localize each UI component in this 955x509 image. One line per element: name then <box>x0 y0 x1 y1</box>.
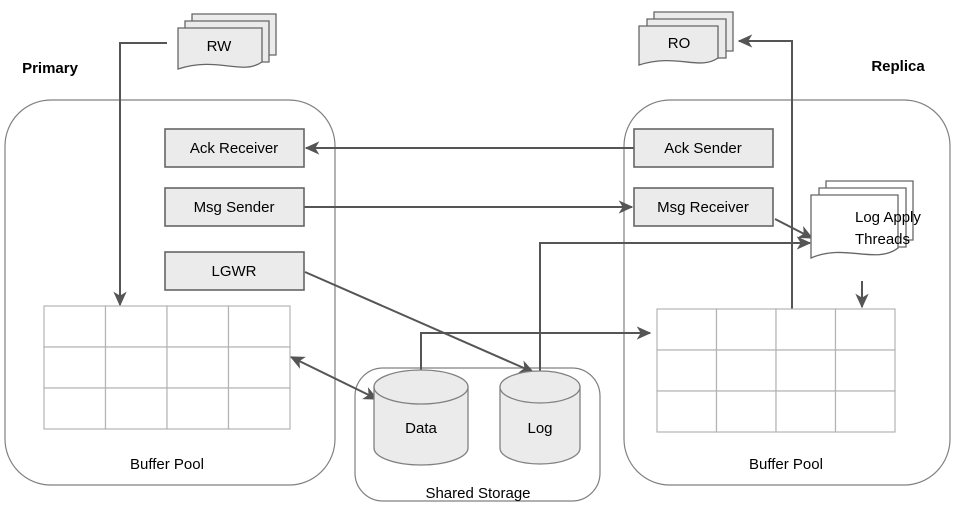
log-store-label: Log <box>527 420 552 437</box>
process-lgwr[interactable]: LGWR <box>164 251 305 291</box>
process-ack-receiver[interactable]: Ack Receiver <box>164 128 305 168</box>
log-apply-threads-line1: Log Apply <box>855 209 921 226</box>
connector-replica-pool-to-ro <box>737 34 793 310</box>
log-store-cylinder[interactable]: Log <box>499 370 581 465</box>
connector-msg-receiver-to-log-apply <box>774 218 814 239</box>
primary-buffer-pool-label: Buffer Pool <box>130 456 204 473</box>
msg-receiver-label: Msg Receiver <box>657 199 749 216</box>
log-apply-threads-stack[interactable]: Log Apply Threads <box>810 180 921 259</box>
data-store-cylinder[interactable]: Data <box>373 369 469 466</box>
data-store-label: Data <box>405 420 437 437</box>
ro-client-stack: RO <box>638 11 734 66</box>
replica-zone-title: Replica <box>871 58 925 75</box>
connector-lgwr-to-log <box>304 271 535 373</box>
rw-client-stack: RW <box>177 13 277 70</box>
process-msg-sender[interactable]: Msg Sender <box>164 187 305 227</box>
shared-storage-label: Shared Storage <box>425 485 530 502</box>
primary-zone-title: Primary <box>22 60 79 77</box>
connector-log-to-log-apply <box>539 236 812 390</box>
process-ack-sender[interactable]: Ack Sender <box>633 128 774 168</box>
ro-client-label: RO <box>668 35 691 52</box>
connector-primary-pool-to-rw <box>113 42 167 307</box>
log-apply-threads-line2: Threads <box>855 231 910 248</box>
primary-buffer-pool-grid <box>43 305 291 430</box>
rw-client-label: RW <box>207 38 233 55</box>
lgwr-label: LGWR <box>212 263 257 280</box>
process-msg-receiver[interactable]: Msg Receiver <box>633 187 774 227</box>
ack-receiver-label: Ack Receiver <box>190 140 278 157</box>
replica-buffer-pool-grid <box>656 308 896 433</box>
replica-buffer-pool-label: Buffer Pool <box>749 456 823 473</box>
ack-sender-label: Ack Sender <box>664 140 742 157</box>
connector-data-to-primary-pool <box>289 356 379 400</box>
msg-sender-label: Msg Sender <box>194 199 275 216</box>
